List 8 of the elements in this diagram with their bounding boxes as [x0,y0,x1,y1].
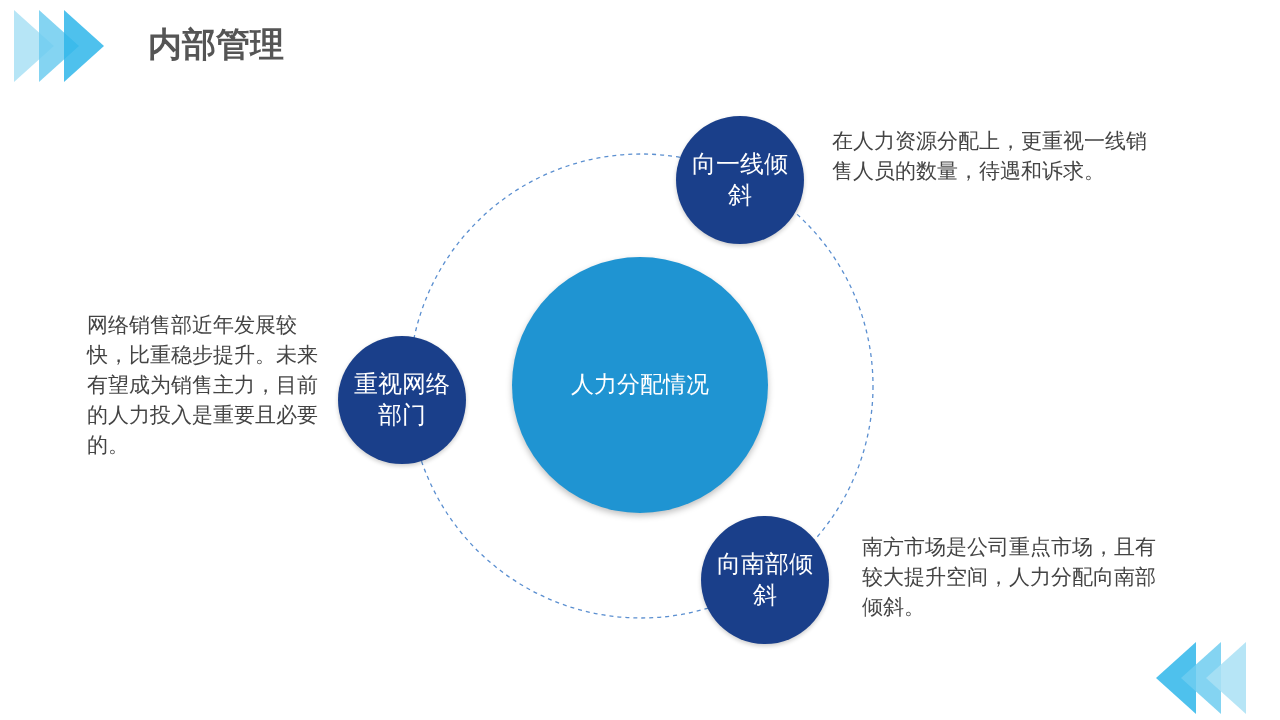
description-text: 在人力资源分配上，更重视一线销售人员的数量，待遇和诉求。 [832,128,1148,185]
node-label: 向一线倾斜 [691,148,789,211]
node-label: 重视网络部门 [353,368,451,431]
page-title: 内部管理 [148,23,284,66]
node-label: 人力分配情况 [571,370,709,400]
description-text: 网络销售部近年发展较快，比重稳步提升。未来有望成为销售主力，目前的人力投入是重要且必要的。 [87,312,319,459]
description-text: 南方市场是公司重点市场，且有较大提升空间，人力分配向南部倾斜。 [862,534,1157,621]
node-label: 向南部倾斜 [716,548,814,611]
